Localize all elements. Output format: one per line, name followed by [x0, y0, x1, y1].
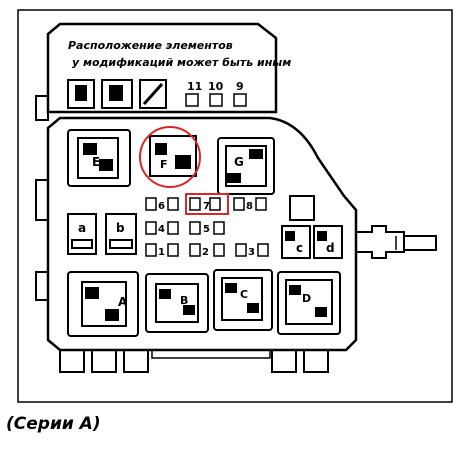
fuse-label-5: 5 [203, 224, 210, 235]
top-relay-3 [139, 79, 167, 109]
relay-b-label: b [116, 221, 125, 235]
bottom-feet [59, 349, 329, 373]
relay-C [213, 269, 273, 331]
relay-c-label: c [296, 241, 303, 255]
top-relay-1 [67, 79, 95, 109]
fuse-label-8: 8 [246, 201, 253, 212]
relay-G-label: G [234, 155, 244, 169]
relay-F-label: F [160, 158, 168, 171]
fuse-row-1 [145, 197, 267, 211]
relay-d [313, 225, 343, 259]
small-relay-top-right [289, 195, 315, 221]
right-connector [356, 225, 405, 259]
relay-A [67, 271, 139, 337]
left-tab-bottom [35, 271, 49, 301]
fuse-7-highlight [185, 193, 229, 215]
relay-b [105, 213, 137, 255]
relay-E-label: E [92, 155, 100, 169]
relay-B [145, 273, 209, 333]
note-line-1: Расположение элементов [68, 39, 233, 52]
relay-E [67, 129, 131, 187]
left-tab-top [35, 95, 49, 121]
fuse-label-11: 11 [187, 80, 202, 93]
main-body [46, 116, 358, 352]
diagram-caption: (Серии А) [6, 414, 101, 434]
relay-F-highlight [139, 126, 201, 188]
fuse-label-10: 10 [208, 80, 224, 93]
fuse-label-9: 9 [236, 80, 244, 93]
relay-D [277, 271, 341, 335]
fuse-label-7: 7 [203, 201, 210, 212]
fuse-label-2: 2 [202, 247, 209, 258]
relay-a [67, 213, 97, 255]
right-connector-plug [403, 235, 437, 251]
fuse-label-4: 4 [158, 224, 165, 235]
relay-G [217, 137, 275, 195]
relay-F [149, 135, 197, 177]
fuse-label-3: 3 [248, 247, 255, 258]
relay-d-label: d [326, 241, 335, 255]
fuse-row-3 [145, 243, 269, 257]
relay-A-label: A [118, 295, 128, 309]
relay-B-label: B [180, 294, 188, 307]
fuse-row-2 [145, 221, 225, 235]
housing-outline [17, 9, 453, 403]
fuse-label-6: 6 [158, 201, 165, 212]
relay-c [281, 225, 311, 259]
relay-C-label: C [240, 288, 248, 301]
relay-a-label: a [78, 221, 86, 235]
note-line-2: у модификаций может быть иным [72, 56, 291, 69]
top-fuse-group [185, 93, 247, 107]
fuse-label-1: 1 [158, 247, 165, 258]
left-tab-mid [35, 179, 49, 221]
top-relay-2 [101, 79, 133, 109]
relay-D-label: D [302, 292, 311, 305]
